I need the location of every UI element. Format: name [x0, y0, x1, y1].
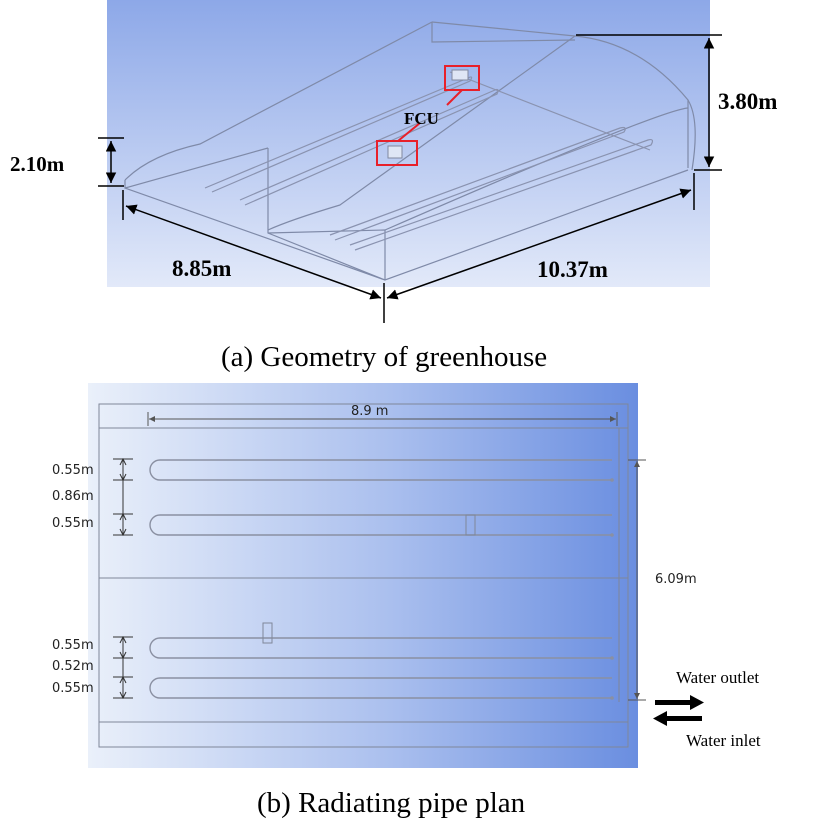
panel-b-caption: (b) Radiating pipe plan [257, 787, 526, 819]
panel-b-background [88, 383, 638, 768]
fcu-lower [376, 140, 418, 166]
fcu-label: FCU [404, 109, 439, 128]
dim-top-label: 8.9 m [351, 404, 388, 419]
water-inlet-label: Water inlet [686, 731, 761, 750]
dim-left-height-label: 2.10m [10, 152, 65, 176]
pipe-loop-2 [149, 514, 612, 536]
dim-right-label: 6.09m [655, 572, 697, 587]
lower-dim-2: 0.52m [52, 659, 94, 674]
panel-a-background [107, 0, 710, 287]
dim-width-label: 8.85m [172, 256, 231, 281]
lower-spacing-dims [113, 635, 133, 700]
dim-right-height-label: 3.80m [718, 89, 777, 114]
upper-dim-2: 0.86m [52, 489, 94, 504]
pipe-loop-4 [149, 677, 612, 699]
upper-dim-1: 0.55m [52, 463, 94, 478]
fcu-lower-highlight [376, 140, 418, 166]
water-inlet-arrow [653, 711, 702, 726]
pipe-loop-1 [149, 459, 612, 481]
dim-right-height [576, 34, 722, 171]
water-outlet-arrow [655, 695, 704, 710]
panel-a-caption: (a) Geometry of greenhouse [221, 341, 547, 373]
fcu-leader-line [397, 89, 463, 142]
plan-fcu-1 [465, 514, 476, 536]
pipe-loops [149, 459, 612, 699]
water-outlet-label: Water outlet [676, 668, 759, 687]
panel-a-greenhouse-geometry: FCU 2.10m 3.80m 8.85m 10.37m (a) Geometr… [10, 0, 777, 373]
plan-fcu-2 [262, 622, 273, 644]
dim-left-height [98, 137, 124, 187]
plan-frame [98, 403, 629, 748]
lower-dim-3: 0.55m [52, 681, 94, 696]
lower-dim-1: 0.55m [52, 638, 94, 653]
dim-base [122, 173, 695, 323]
dim-length-label: 10.37m [537, 257, 608, 282]
pipe-loop-3 [149, 637, 612, 659]
upper-spacing-dims [113, 457, 133, 537]
panel-b-pipe-plan: 8.9 m 6.09m 0.55m 0.86m [52, 383, 761, 819]
upper-dim-3: 0.55m [52, 516, 94, 531]
